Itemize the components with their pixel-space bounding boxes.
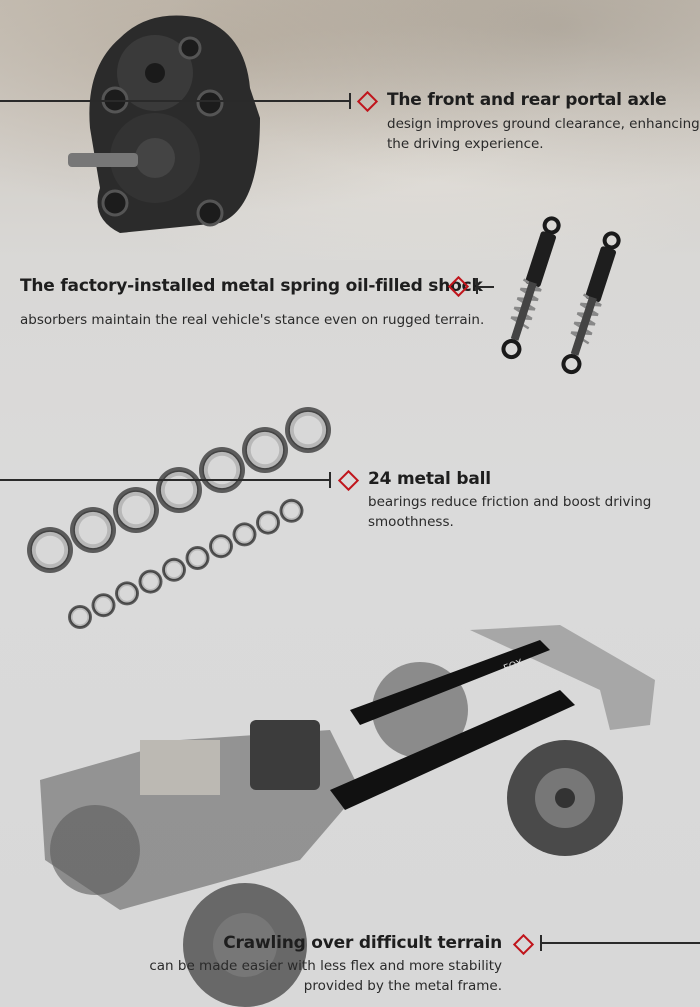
feature-desc-line: bearings reduce friction and boost drivi… — [368, 494, 652, 510]
callout-line — [540, 942, 700, 944]
ball-bearings-image — [27, 407, 331, 629]
bearing — [199, 447, 245, 493]
bearing — [242, 427, 288, 473]
bearing — [138, 569, 163, 594]
feature-desc-line: absorbers maintain the real vehicle's st… — [20, 312, 485, 328]
portal-axle-gearbox-image — [68, 15, 260, 233]
feature-desc-line: can be made easier with less flex and mo… — [149, 958, 502, 974]
bearing — [279, 498, 304, 523]
bearing — [68, 605, 92, 629]
bearing — [162, 557, 186, 582]
bearing — [185, 546, 210, 570]
callout-line — [0, 479, 330, 481]
bearing — [27, 527, 73, 573]
feature-desc-line: smoothness. — [368, 514, 454, 530]
feature-title-shocks: The factory-installed metal spring oil-f… — [20, 276, 483, 296]
bearing — [113, 487, 159, 533]
shock-absorbers-image — [501, 216, 621, 375]
bearing — [115, 581, 139, 606]
feature-desc-line: design improves ground clearance, enhanc… — [387, 116, 700, 132]
feature-desc-line: provided by the metal frame. — [303, 978, 502, 994]
feature-title-bearings: 24 metal ball — [368, 469, 491, 489]
bearing — [156, 467, 202, 513]
feature-desc-line: the driving experience. — [387, 136, 544, 152]
callout-line — [476, 286, 494, 288]
callout-tick — [329, 472, 331, 488]
bearing — [256, 510, 280, 535]
callout-line — [0, 100, 350, 102]
bearing — [209, 534, 233, 559]
bearing — [285, 407, 331, 453]
feature-title-chassis: Crawling over difficult terrain — [223, 933, 502, 953]
bearing — [70, 507, 116, 553]
bearing — [91, 593, 116, 618]
callout-tick — [349, 93, 351, 109]
crawler-chassis-image: FOX — [40, 625, 655, 1007]
feature-title-portal-axle: The front and rear portal axle — [387, 90, 667, 110]
bearing — [232, 522, 257, 547]
